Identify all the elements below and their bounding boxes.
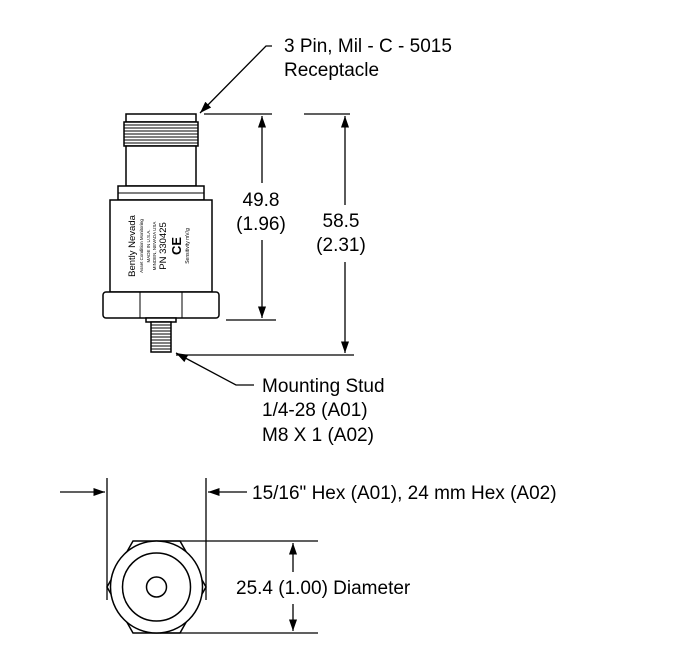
stud-callout-line2: 1/4-28 (A01) [262,400,368,421]
overall-length-in: (2.31) [316,235,366,256]
stud-leader [175,352,254,386]
connector-cap [125,113,197,123]
overall-length-mm: 58.5 [323,211,360,232]
center-hole [145,576,168,598]
label-line3: MINDEN, NEVADA USA [152,222,157,271]
hex-nut [102,291,220,319]
outer-diameter-circle [109,540,204,634]
sensor-body [109,199,213,293]
overall-length-dimension [176,113,354,356]
label-sensitivity: Sensitivity mV/g [185,228,191,264]
hex-callout: 15/16" Hex (A01), 24 mm Hex (A02) [252,483,557,504]
label-part-number: PN 330425 [158,222,169,270]
sensor-printed-label: Bently Nevada Asset Condition Monitoring… [127,214,191,277]
thread-lines [124,124,198,144]
diameter-callout: 25.4 (1.00) Diameter [236,578,411,599]
sensor-end-view [106,540,207,634]
diameter-dimension [160,540,318,634]
hex-dimension [60,478,247,600]
stud-callout-line3: M8 X 1 (A02) [262,425,374,446]
body-length-in: (1.96) [236,214,286,235]
inner-circle [121,552,192,622]
label-line2: MADE IN U.S.A. [146,229,151,262]
label-brand: Bently Nevada [127,214,138,277]
receptacle-leader [199,45,272,114]
receptacle-shoulder [125,145,197,187]
label-line1: Asset Condition Monitoring [139,219,144,273]
receptacle-callout-line2: Receptacle [284,60,379,81]
stud-callout-line1: Mounting Stud [262,376,385,397]
body-length-dimension [204,113,276,321]
label-ce-mark: CE [169,237,184,255]
receptacle-callout-line1: 3 Pin, Mil - C - 5015 [284,36,452,57]
sensor-side-view [102,113,220,353]
stud-thread-lines [151,324,171,350]
body-length-mm: 49.8 [243,190,280,211]
